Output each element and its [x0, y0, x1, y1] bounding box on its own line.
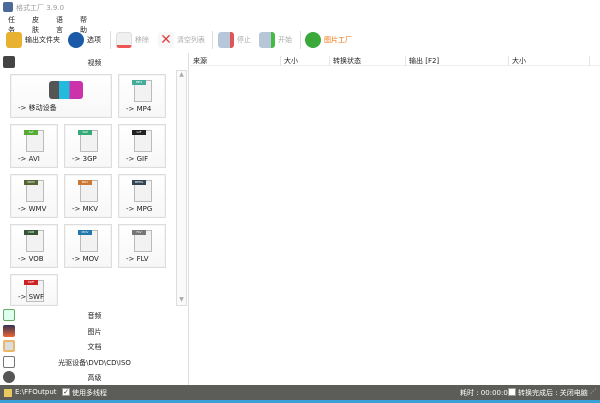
tile-label: -> FLV	[126, 255, 149, 263]
tile-label: -> 移动设备	[18, 104, 57, 112]
app-icon	[3, 2, 13, 12]
toolbar: 输出文件夹 选项 移除 ✕清空列表 停止 开始 图片工厂	[0, 28, 600, 52]
multithread-checkbox[interactable]: ✓	[62, 388, 70, 396]
tile-gif[interactable]: GIF -> GIF	[118, 124, 166, 168]
after-convert-label: 转换完成后 : 关闭电脑	[518, 389, 588, 397]
start-button[interactable]: 开始	[259, 30, 292, 50]
format-tag: AVI	[24, 130, 38, 135]
category-audio[interactable]: 音频	[0, 308, 189, 323]
video-icon	[3, 56, 15, 68]
options-button[interactable]: 选项	[68, 30, 101, 50]
tile-label: -> SWF	[18, 293, 45, 301]
start-icon	[259, 32, 275, 48]
tile-swf[interactable]: SWF -> SWF	[10, 274, 58, 306]
folder-icon	[6, 32, 22, 48]
menu-help[interactable]: 帮助	[80, 16, 87, 34]
tile-label: -> GIF	[126, 155, 149, 163]
audio-icon	[3, 309, 15, 321]
scroll-down-icon[interactable]: ▼	[179, 296, 184, 303]
after-convert-checkbox[interactable]	[508, 388, 516, 396]
category-rom[interactable]: 光驱设备\DVD\CD\ISO	[0, 355, 189, 370]
output-path[interactable]: E:\FFOutput	[15, 388, 57, 396]
tile-mov[interactable]: MOV -> MOV	[64, 224, 112, 268]
picture-factory-button[interactable]: 图片工厂	[305, 30, 352, 50]
category-document[interactable]: 文档	[0, 339, 189, 354]
clear-list-button[interactable]: ✕清空列表	[158, 30, 205, 50]
category-video[interactable]: 视频	[0, 55, 189, 70]
taskbar-edge	[0, 400, 600, 403]
tile-label: -> MP4	[126, 105, 152, 113]
remove-icon	[116, 32, 132, 48]
options-icon	[68, 32, 84, 48]
column-output-size[interactable]: 大小	[509, 56, 590, 66]
tile-wmv[interactable]: WMV -> WMV	[10, 174, 58, 218]
column-size[interactable]: 大小	[281, 56, 330, 66]
format-tag: MKV	[78, 180, 92, 185]
format-tag: SWF	[24, 280, 38, 285]
category-picture[interactable]: 图片	[0, 324, 189, 339]
mobile-device-icon	[49, 81, 83, 99]
tile-label: -> 3GP	[72, 155, 97, 163]
tile-mobile[interactable]: -> 移动设备	[10, 74, 112, 118]
tile-label: -> VOB	[18, 255, 44, 263]
task-list-header: 来源 大小 转换状态 输出 [F2] 大小	[190, 54, 600, 66]
tile-avi[interactable]: AVI -> AVI	[10, 124, 58, 168]
format-tag: MPEG	[132, 180, 146, 185]
format-tag: GIF	[132, 130, 146, 135]
gear-icon	[3, 371, 15, 383]
globe-icon	[305, 32, 321, 48]
tile-3gp[interactable]: 3GP -> 3GP	[64, 124, 112, 168]
window-title: 格式工厂 3.9.0	[16, 4, 65, 12]
menu-task[interactable]: 任务	[8, 16, 15, 34]
resize-grip-icon[interactable]: ⋰	[590, 388, 596, 395]
menu-language[interactable]: 语言	[56, 16, 63, 34]
picture-icon	[3, 325, 15, 337]
tile-flv[interactable]: FLV -> FLV	[118, 224, 166, 268]
format-tag: MOV	[78, 230, 92, 235]
folder-icon	[4, 389, 12, 397]
disc-drive-icon	[3, 356, 15, 368]
column-source[interactable]: 来源	[190, 56, 281, 66]
column-output[interactable]: 输出 [F2]	[406, 56, 509, 66]
format-tag: 3GP	[78, 130, 92, 135]
document-icon	[3, 340, 15, 352]
tiles-scrollbar[interactable]: ▲ ▼	[176, 70, 187, 306]
category-panel: 视频	[0, 53, 189, 385]
output-folder-button[interactable]: 输出文件夹	[6, 30, 60, 50]
multithread-label: 使用多线程	[72, 389, 107, 397]
tile-mpeg[interactable]: MPEG -> MPG	[118, 174, 166, 218]
remove-button[interactable]: 移除	[116, 30, 149, 50]
format-tag: MP4	[132, 80, 146, 85]
title-bar: 格式工厂 3.9.0	[0, 0, 600, 14]
clear-icon: ✕	[158, 32, 174, 48]
format-tag: VOB	[24, 230, 38, 235]
tile-mkv[interactable]: MKV -> MKV	[64, 174, 112, 218]
menu-skin[interactable]: 皮肤	[32, 16, 39, 34]
tile-vob[interactable]: VOB -> VOB	[10, 224, 58, 268]
tile-label: -> MPG	[126, 205, 153, 213]
scroll-up-icon[interactable]: ▲	[179, 71, 184, 78]
stop-button[interactable]: 停止	[218, 30, 251, 50]
category-advanced[interactable]: 高级	[0, 370, 189, 385]
tile-mp4[interactable]: MP4 -> MP4	[118, 74, 166, 118]
tile-label: -> MOV	[72, 255, 99, 263]
format-tag: WMV	[24, 180, 38, 185]
tile-label: -> MKV	[72, 205, 99, 213]
elapsed-time: 耗时 : 00:00:00	[460, 389, 513, 397]
format-tag: FLV	[132, 230, 146, 235]
tile-label: -> WMV	[18, 205, 47, 213]
column-status[interactable]: 转换状态	[330, 56, 406, 66]
stop-icon	[218, 32, 234, 48]
status-bar: E:\FFOutput ✓ 使用多线程 耗时 : 00:00:00 转换完成后 …	[0, 385, 600, 400]
tile-label: -> AVI	[18, 155, 40, 163]
